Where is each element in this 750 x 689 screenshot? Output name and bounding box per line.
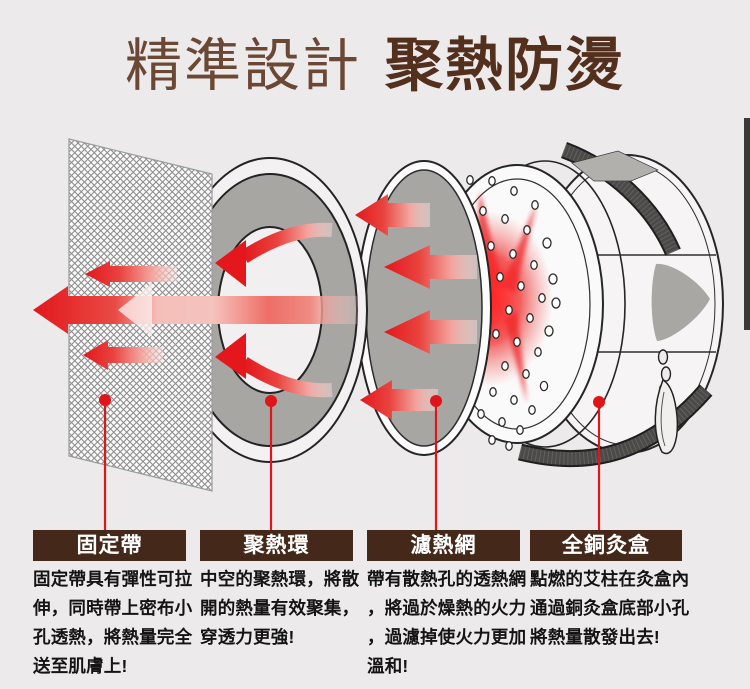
- leader-lines: [103, 400, 601, 531]
- part-label-heat-ring: 聚熱環: [200, 530, 353, 561]
- part-label-fixing-band: 固定帶: [33, 530, 186, 561]
- part-label-filter-mesh: 濾熱網: [367, 530, 520, 561]
- right-edge-strip: [744, 118, 750, 330]
- heat-flow-arrows-band: [33, 261, 360, 370]
- part-desc-heat-ring: 中空的聚熱環，將散 開的熱量有效聚集， 穿透力更強!: [200, 569, 360, 647]
- leader-dots: [99, 394, 605, 408]
- strap-band-bottom: [517, 384, 713, 468]
- heat-flow-arrows-disc: [355, 194, 477, 420]
- page-title-bold: 聚熱防燙: [384, 33, 625, 98]
- part-desc-filter-mesh: 帶有散熱孔的透熱網 ，將過於燥熱的火力 ，過濾掉使火力更加 溫和!: [367, 569, 527, 676]
- part-desc-fixing-band: 固定帶具有彈性可拉 伸，同時帶上密布小 孔透熱，將熱量完全 送至肌膚上!: [33, 569, 193, 676]
- part-label-copper-box: 全銅灸盒: [530, 530, 682, 561]
- strap-buckle: [651, 263, 710, 341]
- page-title-light: 精準設計: [124, 34, 361, 98]
- heat-flow-arrows-ring: [215, 222, 333, 398]
- strap-band: [560, 142, 681, 256]
- zipper-pull: [654, 349, 679, 455]
- part-desc-copper-box: 點燃的艾柱在灸盒內 通過銅灸盒底部小孔 將熱量散發出去!: [530, 569, 690, 647]
- page-title: 精準設計聚熱防燙: [0, 30, 750, 102]
